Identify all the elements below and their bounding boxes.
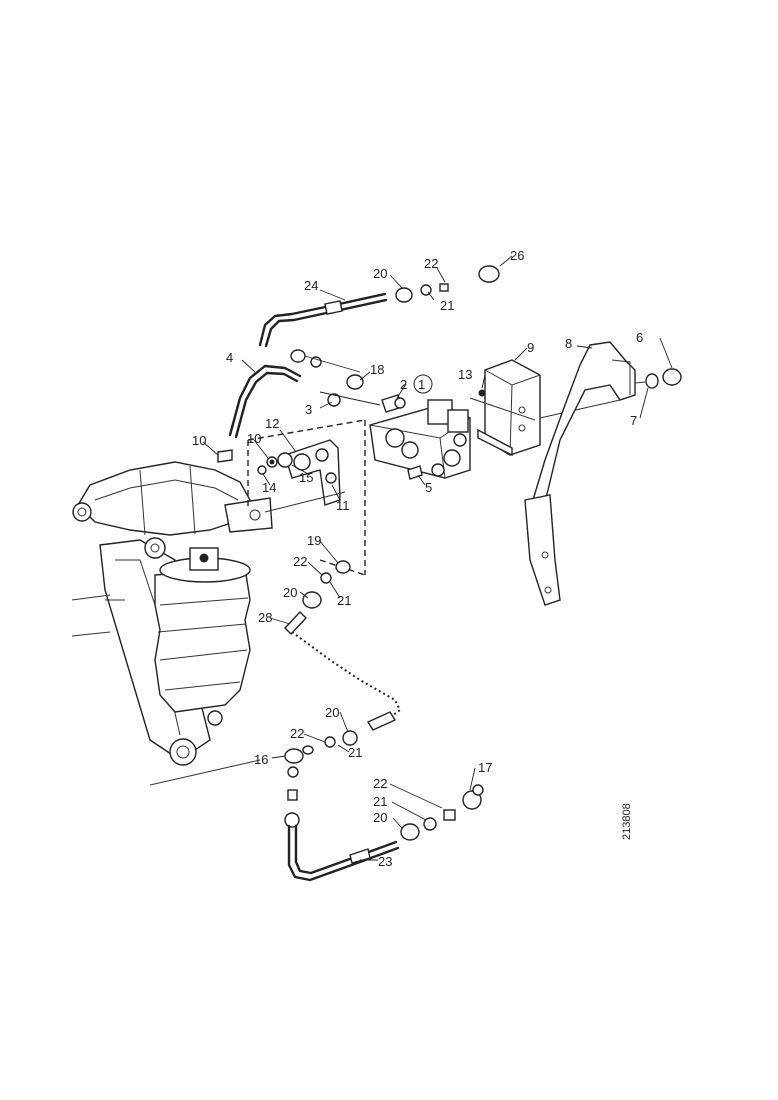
callout-12: 12 <box>265 416 279 431</box>
callout-19: 19 <box>307 533 321 548</box>
callout-23: 23 <box>378 854 392 869</box>
callout-14: 14 <box>262 480 276 495</box>
callout-22a: 22 <box>424 256 438 271</box>
callout-7: 7 <box>630 413 637 428</box>
callout-4: 4 <box>226 350 233 365</box>
callout-20a: 20 <box>373 266 387 281</box>
callout-1: 1 <box>418 377 425 392</box>
callout-20d: 20 <box>373 810 387 825</box>
callout-20c: 20 <box>325 705 339 720</box>
upper-tube-assembly <box>228 265 500 439</box>
callout-labels: 1 2 3 4 5 6 7 8 9 10 10 11 12 13 14 15 1… <box>192 248 643 869</box>
callout-24: 24 <box>304 278 318 293</box>
level-valve-block <box>369 394 471 480</box>
callout-6: 6 <box>636 330 643 345</box>
axle-suspension-assembly <box>71 461 273 786</box>
middle-hose-assembly <box>284 560 402 748</box>
callout-21d: 21 <box>373 794 387 809</box>
callout-22d: 22 <box>373 776 387 791</box>
callout-18: 18 <box>370 362 384 377</box>
drawing-reference-number: 213808 <box>621 803 633 840</box>
leader-lines <box>202 255 673 861</box>
callout-22c: 22 <box>290 726 304 741</box>
mounting-bracket-9 <box>469 359 621 457</box>
callout-2: 2 <box>400 377 407 392</box>
callout-11: 11 <box>336 498 350 513</box>
callout-15: 15 <box>299 470 313 485</box>
callout-10a: 10 <box>192 433 206 448</box>
callout-16: 16 <box>254 752 268 767</box>
callout-5: 5 <box>425 480 432 495</box>
callout-9: 9 <box>527 340 534 355</box>
callout-21c: 21 <box>348 745 362 760</box>
callout-17: 17 <box>478 760 492 775</box>
callout-21a: 21 <box>440 298 454 313</box>
callout-13: 13 <box>458 367 472 382</box>
callout-26: 26 <box>510 248 524 263</box>
callout-28: 28 <box>258 610 272 625</box>
callout-20b: 20 <box>283 585 297 600</box>
linkage-arm-8 <box>524 341 682 606</box>
callout-3: 3 <box>305 402 312 417</box>
callout-10b: 10 <box>247 431 261 446</box>
callout-22b: 22 <box>293 554 307 569</box>
lower-tube-assembly <box>284 745 484 882</box>
callout-8: 8 <box>565 336 572 351</box>
callout-21b: 21 <box>337 593 351 608</box>
